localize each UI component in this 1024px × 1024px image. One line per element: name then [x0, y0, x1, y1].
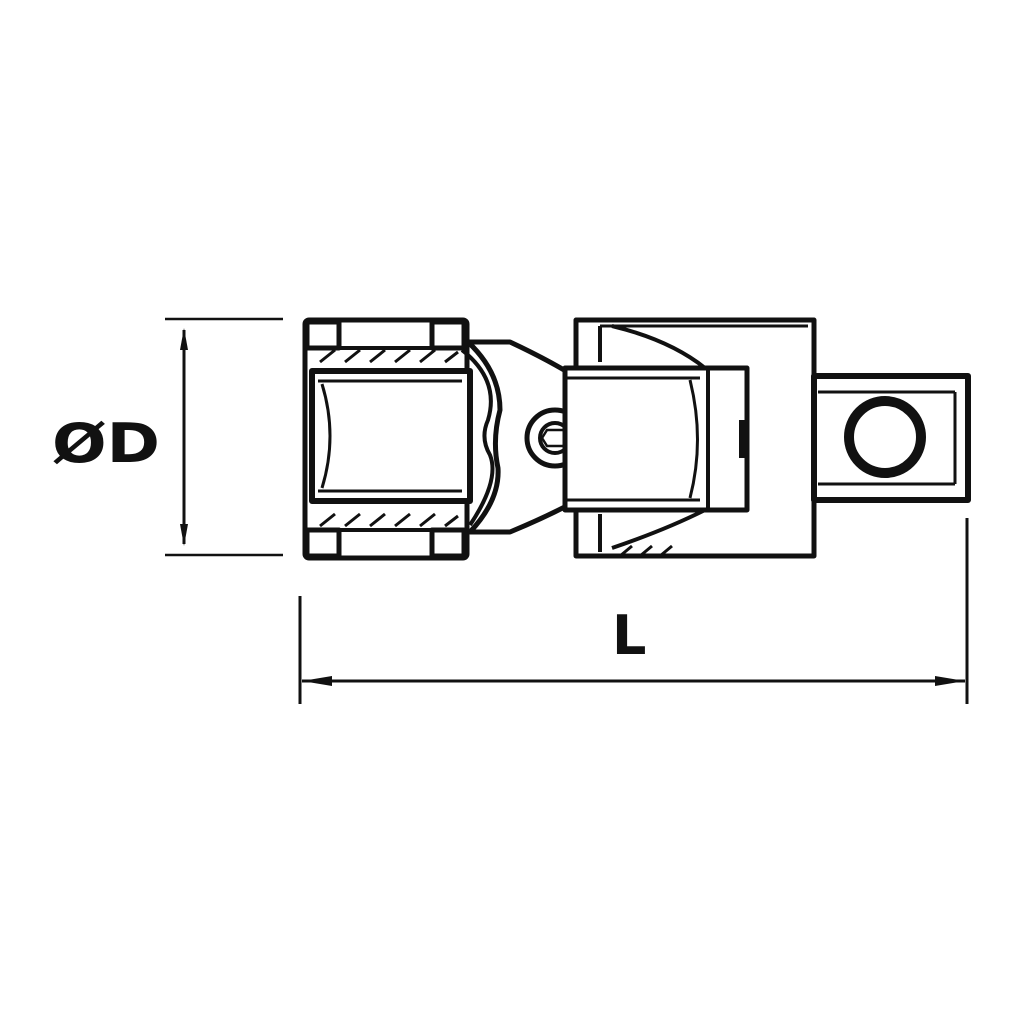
- drive-jaw-top: [611, 324, 707, 370]
- od-arrow-top: [180, 328, 188, 350]
- drive-jaw-hatch: [619, 544, 673, 558]
- detent-ball-hole: [844, 396, 926, 478]
- socket-opening-curve: [320, 383, 332, 489]
- drive-cross-bar-curve: [688, 379, 699, 499]
- socket-square-opening: [309, 368, 473, 504]
- length-arrow-right: [935, 676, 965, 686]
- socket-yoke-neck: [460, 348, 495, 527]
- drive-housing: [562, 317, 817, 559]
- socket-hatch-top: [319, 348, 459, 364]
- length-arrow-left: [302, 676, 332, 686]
- od-dimension: [165, 317, 283, 557]
- length-dimension: [298, 518, 969, 704]
- od-arrow-bottom: [180, 524, 188, 546]
- male-square-drive: [811, 373, 971, 503]
- od-label: ØD: [52, 412, 160, 475]
- socket-grip-bottom-left: [304, 527, 342, 559]
- socket-hatch-bottom: [319, 512, 459, 528]
- socket-grip-top-right: [429, 319, 467, 351]
- length-label: L: [612, 604, 646, 667]
- socket-end: [302, 317, 473, 561]
- socket-grip-top-left: [304, 319, 342, 351]
- drive-cross-bar: [562, 365, 750, 513]
- drive-jaw-bottom: [611, 508, 706, 550]
- socket-grip-bottom-right: [429, 527, 467, 559]
